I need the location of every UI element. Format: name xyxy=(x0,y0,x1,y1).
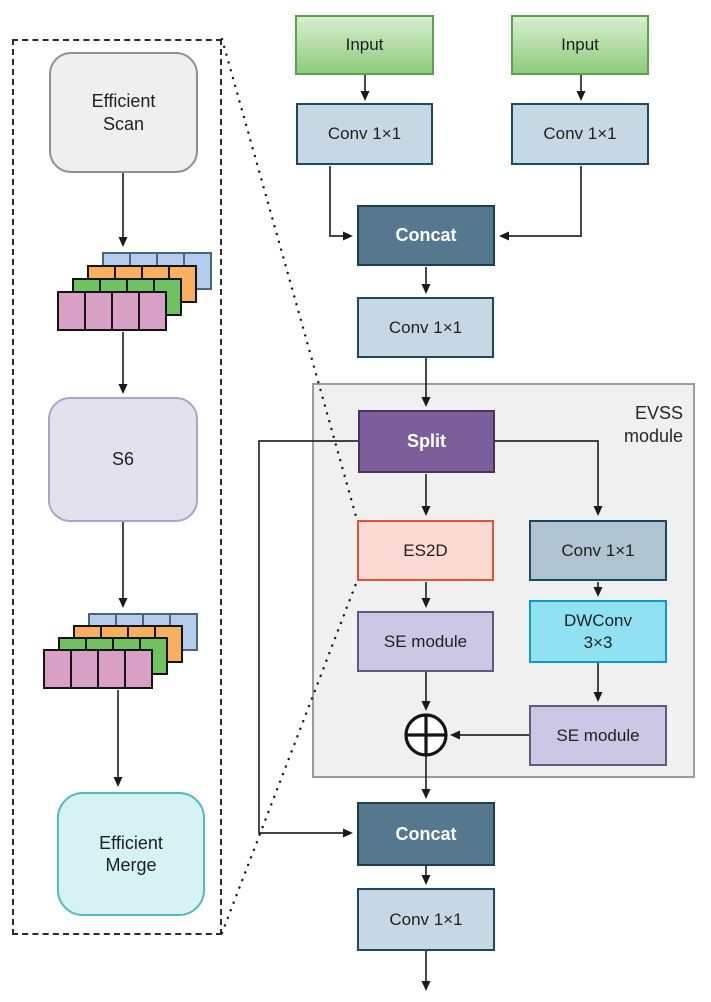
node-label: Concat xyxy=(395,225,457,246)
strip-cell xyxy=(43,649,72,689)
connector-arrows xyxy=(113,75,603,991)
node-input-left: Input xyxy=(295,15,434,75)
node-label: SE module xyxy=(383,631,468,651)
node-label: Conv 1×1 xyxy=(389,909,463,929)
node-label-line2: Scan xyxy=(102,113,145,134)
es2d-detail-dashed-panel xyxy=(12,39,222,935)
node-label-line2: Merge xyxy=(105,855,157,875)
node-label-line1: DWConv xyxy=(563,611,632,631)
node-concat-bottom: Concat xyxy=(357,802,495,866)
add-operator-icon xyxy=(404,713,448,757)
node-input-right: Input xyxy=(511,15,649,75)
node-conv-mid: Conv 1×1 xyxy=(357,297,494,358)
token-strip-pink-1 xyxy=(57,291,167,331)
node-label: Input xyxy=(561,35,599,55)
token-strip-pink-2 xyxy=(43,649,153,689)
arrow-split-convbranch xyxy=(495,440,603,516)
node-label: Concat xyxy=(395,823,457,844)
node-label-line1: Efficient xyxy=(91,91,156,111)
node-se-module-left: SE module xyxy=(357,611,494,672)
arrow-convL-concat xyxy=(329,166,353,241)
node-label-line2: 3×3 xyxy=(583,632,613,652)
node-label: Split xyxy=(407,431,446,452)
evss-module-title: EVSS module xyxy=(623,403,683,446)
arrow-split-skip-concatbottom xyxy=(258,440,358,838)
node-label-line1: Efficient xyxy=(99,832,163,853)
node-dwconv: DWConv 3×3 xyxy=(529,600,667,663)
strip-cell xyxy=(84,291,113,331)
strip-cell xyxy=(57,291,86,331)
node-label: SE module xyxy=(556,725,640,745)
node-efficient-scan: Efficient Scan xyxy=(49,52,198,173)
dotted-line-bottom xyxy=(220,579,359,935)
node-label: Conv 1×1 xyxy=(388,317,463,337)
node-s6: S6 xyxy=(48,397,198,522)
node-conv-top-right: Conv 1×1 xyxy=(511,103,649,165)
node-efficient-merge: Efficient Merge xyxy=(57,792,205,916)
node-split: Split xyxy=(358,410,495,473)
zoom-callout-dotted-lines xyxy=(220,37,359,935)
node-label: Conv 1×1 xyxy=(561,540,635,560)
strip-cell xyxy=(124,649,153,689)
node-conv-top-left: Conv 1×1 xyxy=(296,103,433,165)
node-label: Conv 1×1 xyxy=(327,124,402,144)
node-es2d: ES2D xyxy=(357,520,494,581)
node-conv-branch: Conv 1×1 xyxy=(529,520,667,581)
node-concat-top: Concat xyxy=(357,205,495,266)
strip-cell xyxy=(70,649,99,689)
strip-cell xyxy=(111,291,140,331)
strip-cell xyxy=(138,291,167,331)
node-se-module-right: SE module xyxy=(529,705,667,766)
node-conv-bottom: Conv 1×1 xyxy=(357,888,495,951)
node-label: Conv 1×1 xyxy=(543,124,617,144)
strip-cell xyxy=(97,649,126,689)
node-label: S6 xyxy=(111,449,135,470)
arrow-convR-concat xyxy=(499,166,582,241)
node-label: Input xyxy=(345,35,384,55)
node-label: ES2D xyxy=(403,540,448,560)
